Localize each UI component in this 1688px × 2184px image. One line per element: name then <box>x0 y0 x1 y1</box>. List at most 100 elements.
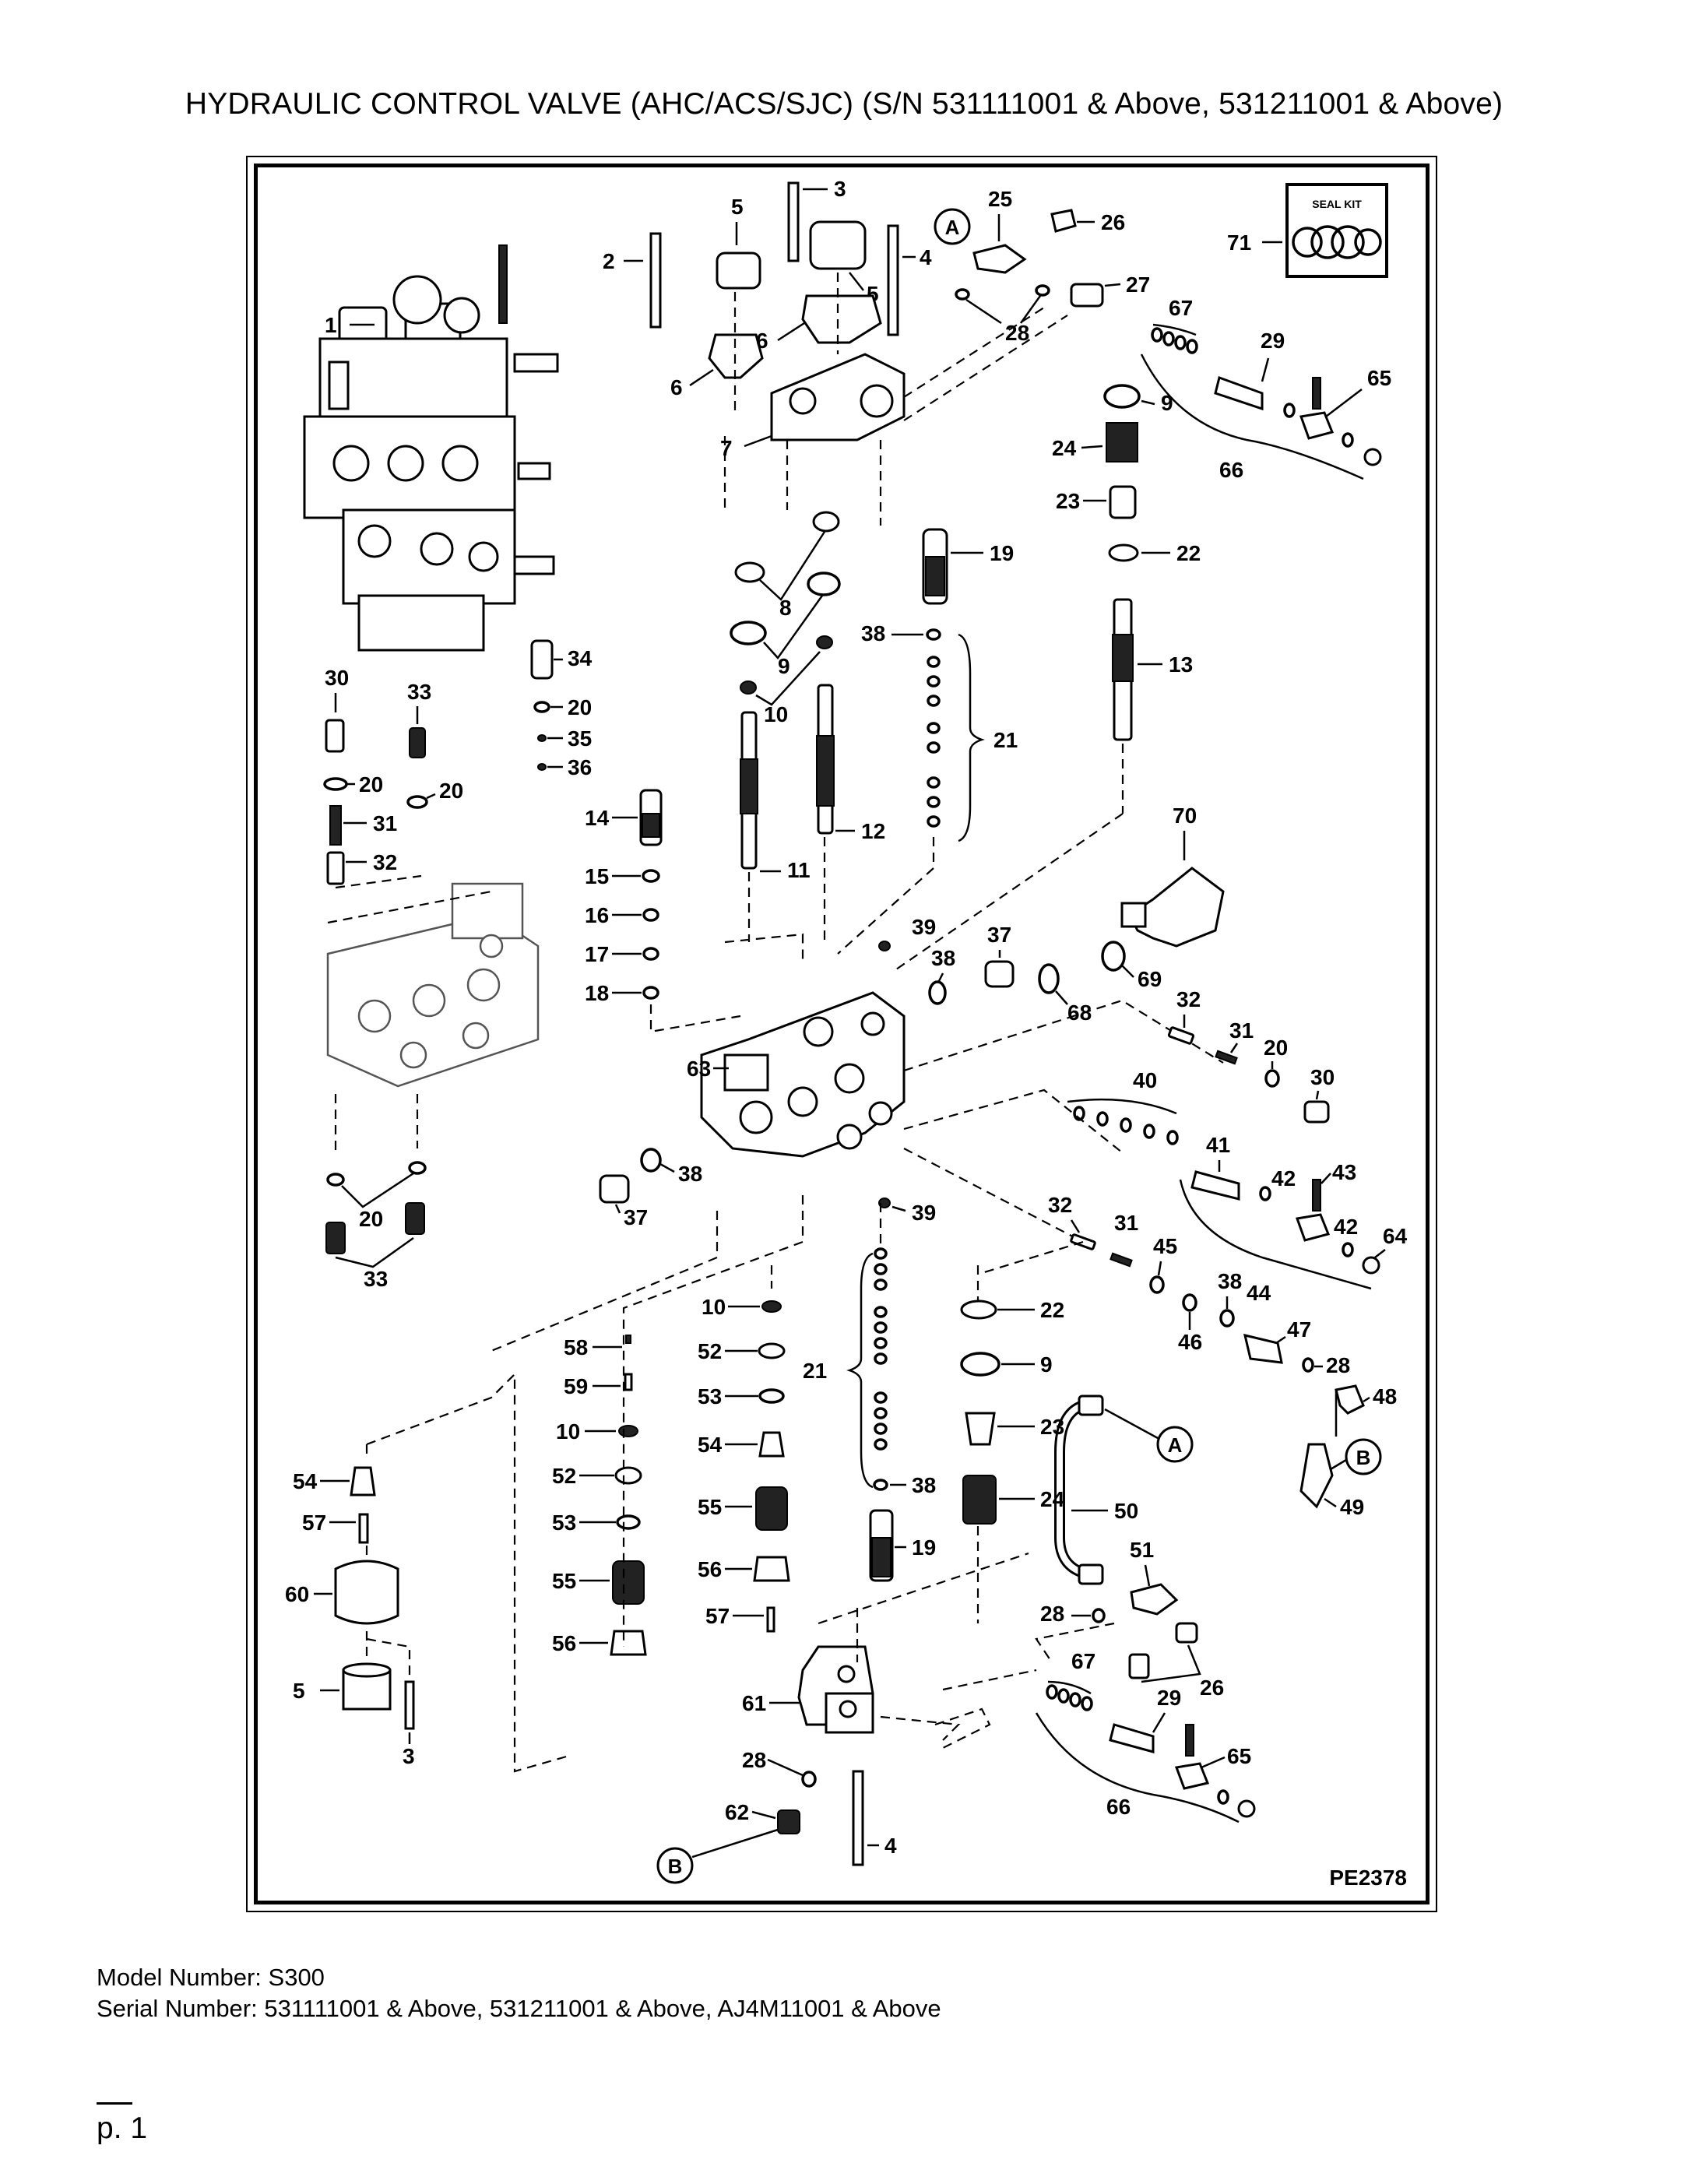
callout-39a: 39 <box>912 915 936 939</box>
callout-51: 51 <box>1130 1538 1154 1562</box>
callout-41: 41 <box>1206 1133 1230 1157</box>
callout-10: 10 <box>764 702 788 726</box>
exploded-parts-diagram: SEAL KIT 71 1 2 3 4 5 <box>285 177 1408 1890</box>
callout-31a: 31 <box>373 811 397 835</box>
callout-65b: 65 <box>1227 1744 1251 1768</box>
o-ring-stack-lower <box>874 1247 888 1451</box>
callout-38: 38 <box>861 621 885 645</box>
callout-53a: 53 <box>698 1384 722 1409</box>
callout-22: 22 <box>1176 541 1201 565</box>
callout-50: 50 <box>1114 1499 1138 1523</box>
callout-20d: 20 <box>359 1207 383 1231</box>
callout-46: 46 <box>1178 1330 1202 1354</box>
callout-57b: 57 <box>302 1511 326 1535</box>
callout-39b: 39 <box>912 1201 936 1225</box>
valve-assembly-main-illustration <box>303 244 559 652</box>
callout-42b: 42 <box>1334 1215 1358 1239</box>
callout-11: 11 <box>787 858 811 882</box>
callout-66: 66 <box>1219 458 1243 482</box>
callout-55a: 55 <box>698 1495 722 1519</box>
callout-53b: 53 <box>552 1511 576 1535</box>
callout-28c: 28 <box>1040 1602 1064 1626</box>
callout-8: 8 <box>779 596 792 620</box>
callout-54a: 54 <box>698 1433 723 1457</box>
callout-32a: 32 <box>373 850 397 874</box>
callout-48: 48 <box>1373 1384 1397 1409</box>
callout-26b: 26 <box>1200 1676 1224 1700</box>
callout-10c: 10 <box>556 1419 580 1444</box>
callout-6b: 6 <box>756 329 768 353</box>
callout-40: 40 <box>1133 1068 1157 1092</box>
callout-66b: 66 <box>1106 1795 1131 1819</box>
callout-38b: 38 <box>678 1162 702 1186</box>
callout-62: 62 <box>725 1800 749 1824</box>
seal-kit-icon: SEAL KIT <box>1285 183 1388 278</box>
callout-36: 36 <box>568 755 592 779</box>
callout-2: 2 <box>603 249 615 273</box>
callout-9b: 9 <box>778 654 790 678</box>
callout-20b: 20 <box>359 772 383 797</box>
callout-59: 59 <box>564 1374 588 1398</box>
callout-47: 47 <box>1287 1317 1311 1342</box>
callout-68: 68 <box>1067 1001 1092 1025</box>
callout-43: 43 <box>1332 1160 1356 1184</box>
callout-29: 29 <box>1261 329 1285 353</box>
ref-a-right: A <box>1168 1433 1183 1457</box>
callout-10b: 10 <box>702 1295 726 1319</box>
callout-18: 18 <box>585 981 609 1005</box>
callout-54b: 54 <box>293 1469 318 1493</box>
seal-kit-label: SEAL KIT <box>1312 198 1362 210</box>
callout-30: 30 <box>325 666 349 690</box>
callout-24: 24 <box>1052 436 1077 460</box>
callout-16: 16 <box>585 903 609 927</box>
callout-22b: 22 <box>1040 1298 1064 1322</box>
callout-55b: 55 <box>552 1569 576 1593</box>
callout-52a: 52 <box>698 1339 722 1363</box>
ref-b-right: B <box>1356 1446 1371 1469</box>
callout-33b: 33 <box>364 1267 388 1291</box>
callout-25: 25 <box>988 187 1012 211</box>
ref-a-top: A <box>945 216 960 239</box>
ref-b-bottom: B <box>668 1855 683 1878</box>
valve-body-secondary-illustration <box>326 882 540 1088</box>
callout-31b: 31 <box>1229 1018 1254 1043</box>
callout-56b: 56 <box>552 1631 576 1655</box>
callout-21: 21 <box>993 728 1018 752</box>
callout-31c: 31 <box>1114 1211 1138 1235</box>
callout-13: 13 <box>1169 652 1193 677</box>
callout-5c: 5 <box>293 1679 305 1703</box>
callout-3: 3 <box>834 177 846 201</box>
page-number-rule <box>97 2102 132 2105</box>
drawing-id: PE2378 <box>1329 1866 1407 1890</box>
callout-37a: 37 <box>987 923 1011 947</box>
callout-17: 17 <box>585 942 609 966</box>
callout-9: 9 <box>1161 391 1173 415</box>
callout-28d: 28 <box>742 1748 766 1772</box>
callout-26: 26 <box>1101 210 1125 234</box>
callout-60: 60 <box>285 1582 309 1606</box>
callout-67: 67 <box>1169 296 1193 320</box>
callout-32c: 32 <box>1048 1193 1072 1217</box>
callout-37b: 37 <box>624 1205 648 1229</box>
callout-7: 7 <box>720 436 733 460</box>
callout-42a: 42 <box>1271 1166 1296 1190</box>
callout-3b: 3 <box>403 1744 415 1768</box>
callout-67b: 67 <box>1071 1649 1095 1673</box>
callout-27: 27 <box>1126 273 1150 297</box>
callout-56a: 56 <box>698 1557 722 1581</box>
callout-19: 19 <box>990 541 1014 565</box>
callout-23: 23 <box>1056 489 1080 513</box>
callout-14: 14 <box>585 806 610 830</box>
callout-57a: 57 <box>705 1604 730 1628</box>
callout-5: 5 <box>731 195 744 219</box>
callout-52b: 52 <box>552 1464 576 1488</box>
callout-63: 63 <box>687 1057 711 1081</box>
callout-24b: 24 <box>1040 1487 1065 1511</box>
callout-38d: 38 <box>912 1473 936 1497</box>
o-ring-stack-upper <box>927 656 941 828</box>
callout-35: 35 <box>568 726 592 751</box>
callout-4b: 4 <box>884 1834 897 1858</box>
callout-65: 65 <box>1367 366 1391 390</box>
callout-29b: 29 <box>1157 1686 1181 1710</box>
callout-28b: 28 <box>1326 1353 1350 1377</box>
